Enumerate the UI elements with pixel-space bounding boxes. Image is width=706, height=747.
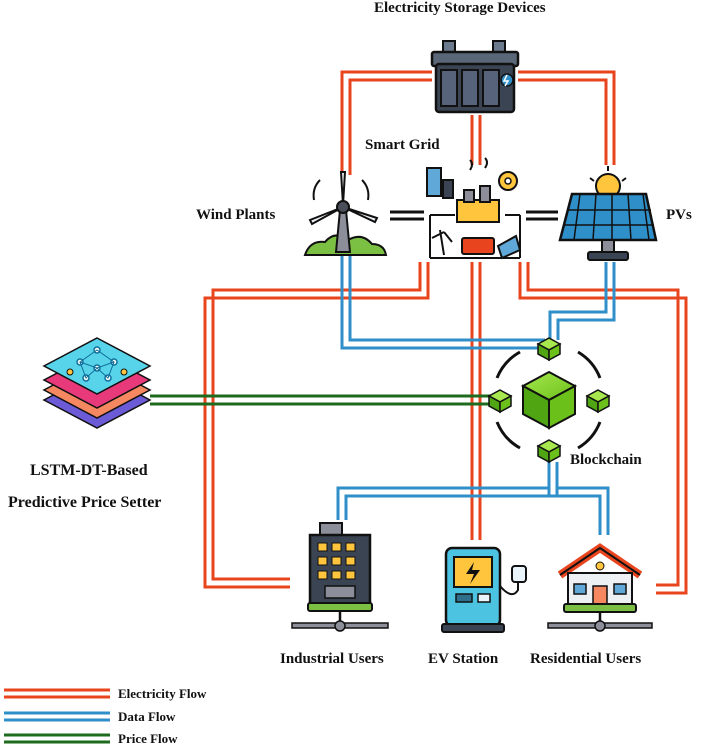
electricity-flow-lines: [203, 70, 688, 595]
smart-grid-icon: [426, 157, 522, 260]
legend-electricity-label: Electricity Flow: [118, 686, 207, 701]
wind-turbine-icon: [303, 171, 388, 256]
price-flow-lines: [150, 394, 497, 406]
smart-grid-label: Smart Grid: [365, 137, 440, 153]
solar-panel-icon: [558, 166, 658, 261]
node-cube-bottom: [536, 439, 562, 464]
data-flow-lines: [336, 256, 616, 535]
node-cube-top: [536, 337, 562, 362]
battery-storage-icon: [430, 40, 520, 114]
wind-plants-label: Wind Plants: [196, 207, 276, 223]
lstm-label-line1: LSTM-DT-Based: [30, 462, 148, 479]
legend-price-line: [4, 733, 110, 744]
grid-connectors: [390, 210, 558, 221]
node-cube-left: [487, 389, 513, 414]
blockchain-icon: [495, 350, 602, 450]
industrial-building-icon: [291, 522, 389, 632]
legend-electricity-line: [4, 688, 110, 699]
ev-charger-icon: [441, 546, 527, 633]
house-icon: [547, 543, 653, 632]
legend-price-label: Price Flow: [118, 731, 178, 746]
industrial-users-label: Industrial Users: [280, 651, 384, 667]
ev-station-label: EV Station: [428, 651, 499, 667]
storage-label: Electricity Storage Devices: [374, 0, 546, 16]
lstm-label-line2: Predictive Price Setter: [8, 494, 162, 511]
blockchain-node-cubes: [487, 337, 611, 464]
residential-users-label: Residential Users: [530, 651, 642, 667]
blockchain-label: Blockchain: [570, 452, 642, 468]
node-cube-right: [585, 389, 611, 414]
legend-data-label: Data Flow: [118, 709, 176, 724]
lstm-layers-icon: [42, 337, 152, 429]
legend-data-line: [4, 711, 110, 722]
pvs-label: PVs: [666, 207, 692, 223]
